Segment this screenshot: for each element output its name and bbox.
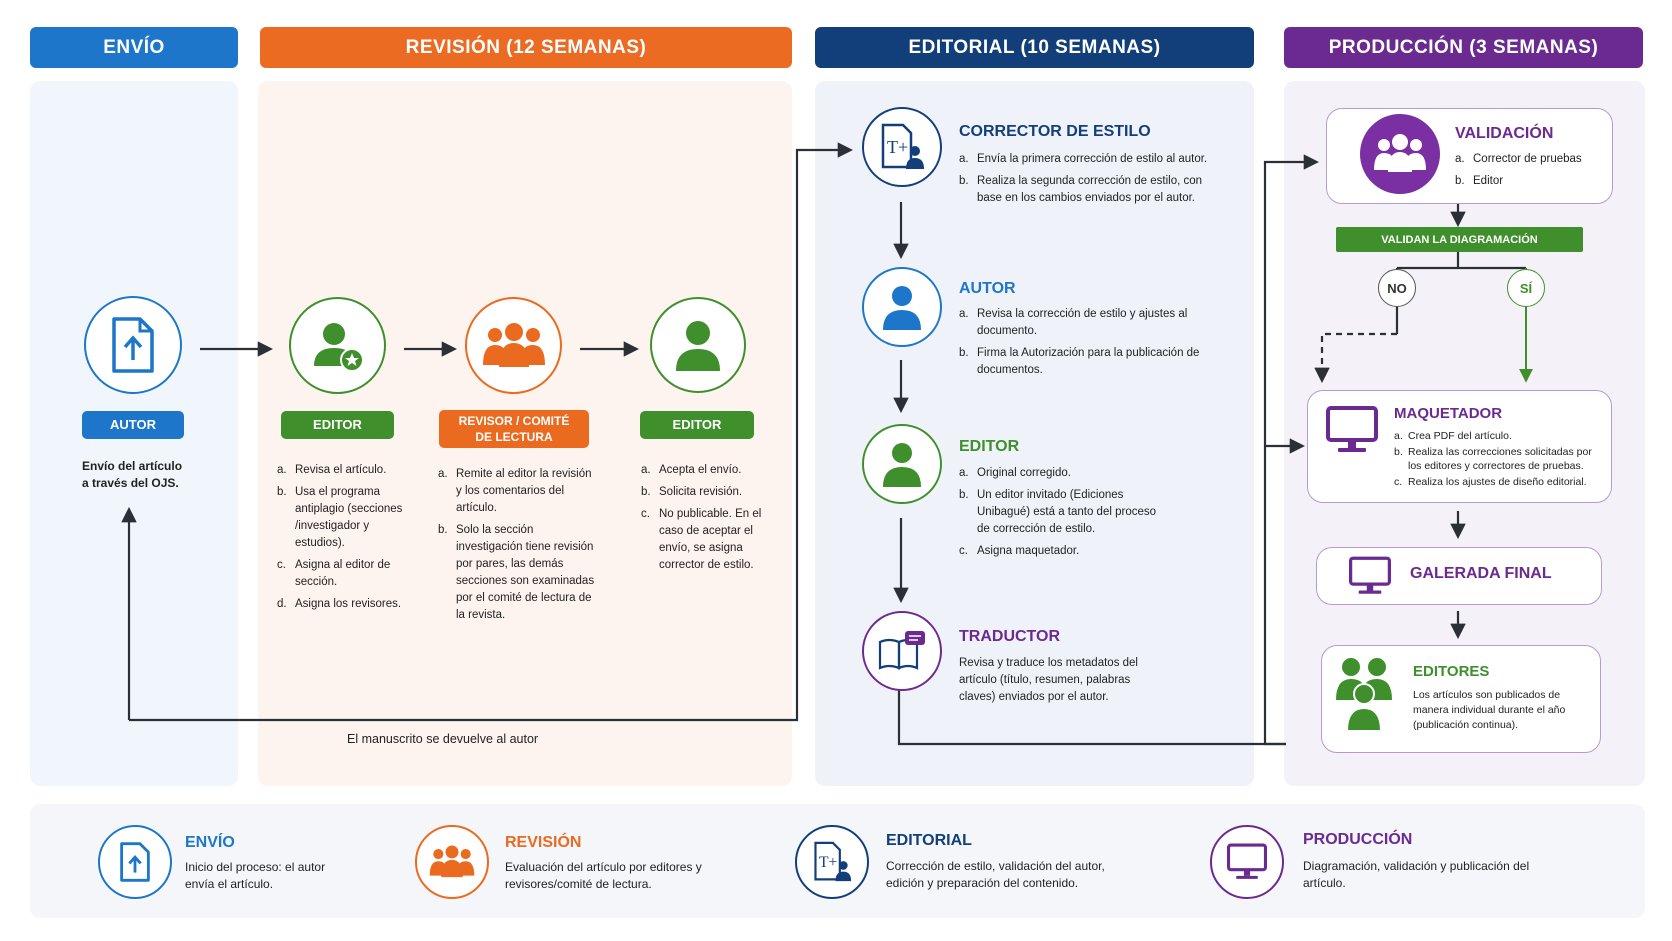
envio-text: Envío del artículo a través del OJS. [82, 459, 183, 490]
header-editorial: EDITORIAL (10 SEMANAS) [815, 27, 1254, 68]
validacion-title: VALIDACIÓN [1455, 125, 1554, 142]
header-revision: REVISIÓN (12 SEMANAS) [260, 27, 792, 68]
monitor-icon [1349, 556, 1391, 601]
list-item: b.Un editor invitado (Ediciones Unibagué… [959, 489, 1157, 535]
si-node: SÍ [1507, 269, 1545, 307]
group-icon [465, 297, 562, 394]
editor2-tasks: a.Acepta el envío. b.Solicita revisión. … [641, 462, 781, 579]
list-item: b.Solicita revisión. [641, 486, 743, 498]
editor1-tasks: a.Revisa el artículo. b.Usa el programa … [277, 462, 412, 618]
editor-person-icon [650, 297, 746, 393]
autor-title: AUTOR [959, 280, 1016, 297]
legend-envio-title: ENVÍO [185, 834, 235, 851]
legend-editorial-title: EDITORIAL [886, 832, 972, 849]
list-item: b.Editor [1455, 175, 1504, 187]
group-icon [415, 825, 489, 899]
header-produccion: PRODUCCIÓN (3 SEMANAS) [1284, 27, 1643, 68]
validan-banner: VALIDAN LA DIAGRAMACIÓN [1336, 227, 1583, 252]
book-chat-icon [862, 611, 942, 691]
revisor-tasks: a.Remite al editor la revisión y los com… [438, 466, 598, 629]
group-icon [1360, 114, 1440, 194]
traductor-title: TRADUCTOR [959, 628, 1061, 645]
editores-text: Los artículos son publicados de manera i… [1413, 689, 1566, 731]
editor-tasks: a.Original corregido. b.Un editor invita… [959, 465, 1169, 565]
editor-title: EDITOR [959, 438, 1020, 455]
list-item: a.Original corregido. [959, 467, 1071, 479]
author-person-icon [862, 267, 942, 347]
monitor-icon [1326, 406, 1378, 459]
maquetador-title: MAQUETADOR [1394, 405, 1503, 422]
legend-editorial-text: Corrección de estilo, validación del aut… [886, 859, 1105, 890]
corrector-tasks: a.Envía la primera corrección de estilo … [959, 151, 1229, 212]
autor-tasks: a.Revisa la corrección de estilo y ajust… [959, 306, 1209, 384]
list-item: b.Realiza las correcciones solicitadas p… [1394, 446, 1592, 472]
list-item: c.Asigna maquetador. [959, 545, 1080, 557]
list-item: b.Realiza la segunda corrección de estil… [959, 175, 1203, 204]
list-item: a.Crea PDF del artículo. [1394, 430, 1512, 442]
list-item: c.No publicable. En el caso de aceptar e… [641, 508, 762, 571]
header-envio: ENVÍO [30, 27, 238, 68]
list-item: b.Usa el programa antiplagio (secciones … [277, 486, 403, 549]
text-edit-person-icon: T+ [795, 825, 869, 899]
legend-produccion-text: Diagramación, validación y publicación d… [1303, 859, 1530, 890]
legend-produccion-title: PRODUCCIÓN [1303, 831, 1413, 848]
svg-text:T+: T+ [887, 137, 908, 157]
editores-title: EDITORES [1413, 663, 1490, 680]
legend-revision-text: Evaluación del artículo por editores y r… [505, 860, 702, 891]
list-item: b.Solo la sección investigación tiene re… [438, 524, 595, 621]
upload-file-icon [98, 825, 172, 899]
revisor-label: REVISOR / COMITÉ DE LECTURA [439, 410, 589, 448]
text-edit-person-icon: T+ [862, 107, 942, 187]
corrector-title: CORRECTOR DE ESTILO [959, 123, 1151, 140]
legend-envio-text: Inicio del proceso: el autor envía el ar… [185, 860, 326, 891]
list-item: a.Acepta el envío. [641, 464, 742, 476]
galerada-title: GALERADA FINAL [1410, 565, 1552, 582]
validacion-tasks: a.Corrector de pruebas b.Editor [1455, 151, 1605, 195]
editor-star-icon [289, 297, 386, 394]
upload-file-icon [84, 296, 182, 394]
traductor-text: Revisa y traduce los metadatos del artíc… [959, 657, 1138, 703]
list-item: a.Envía la primera corrección de estilo … [959, 153, 1208, 165]
legend-revision-title: REVISIÓN [505, 834, 582, 851]
list-item: d.Asigna los revisores. [277, 598, 402, 610]
list-item: a.Corrector de pruebas [1455, 153, 1582, 165]
monitor-icon [1210, 825, 1284, 899]
list-item: a.Revisa la corrección de estilo y ajust… [959, 308, 1188, 337]
list-item: a.Revisa el artículo. [277, 464, 387, 476]
editor-person-icon [862, 424, 942, 504]
editor-label-2: EDITOR [640, 411, 754, 439]
group-icon [1334, 656, 1394, 737]
list-item: b.Firma la Autorización para la publicac… [959, 347, 1200, 376]
autor-label: AUTOR [82, 411, 184, 439]
list-item: c.Realiza los ajustes de diseño editoria… [1394, 476, 1587, 488]
no-node: NO [1378, 269, 1416, 307]
svg-text:T+: T+ [819, 854, 838, 871]
maquetador-tasks: a.Crea PDF del artículo. b.Realiza las c… [1394, 429, 1604, 491]
list-item: c.Asigna al editor de sección. [277, 559, 391, 588]
return-note: El manuscrito se devuelve al autor [347, 732, 539, 746]
editor-label-1: EDITOR [281, 411, 394, 439]
list-item: a.Remite al editor la revisión y los com… [438, 468, 592, 514]
